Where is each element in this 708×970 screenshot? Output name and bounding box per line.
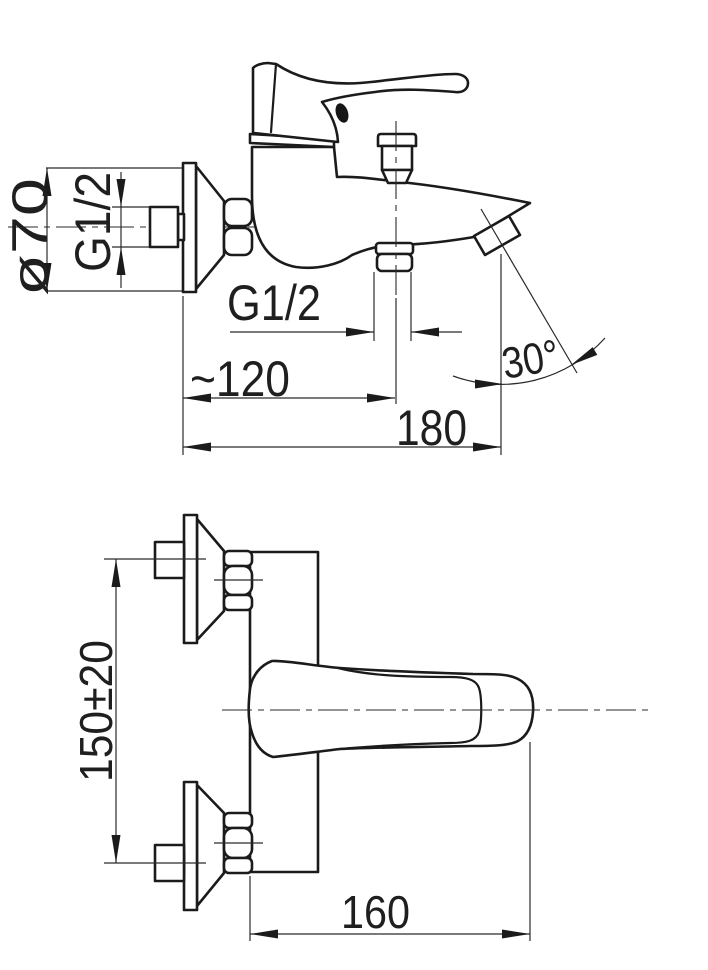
lever-handle (251, 61, 470, 144)
arrowhead (183, 442, 211, 452)
arrowhead (111, 559, 121, 587)
arrowhead (42, 263, 52, 291)
dim-mounting-distance: 150±20 (70, 640, 122, 782)
body-and-handle-plan (247, 659, 535, 759)
dim-overall-length: 160 (341, 886, 410, 938)
top-ring-small-upper (222, 549, 254, 568)
dim-spout-angle: 30° (498, 331, 563, 389)
arrowhead (250, 929, 278, 939)
arrowhead (111, 835, 121, 863)
plan-view: 150±20 160 (70, 513, 648, 941)
top-ring-small-lower (222, 593, 254, 612)
shower-outlet-cap (374, 241, 415, 256)
dim-outlet-thread: G1/2 (227, 275, 321, 331)
diverter-knob-taper (380, 168, 414, 185)
dim-wall-to-outlet: ~120 (190, 351, 290, 407)
arrowhead (473, 442, 501, 452)
arrowhead (42, 168, 52, 196)
connector-ring-upper (222, 197, 254, 228)
arrowhead (571, 347, 598, 365)
wall-flange-cone (194, 164, 226, 291)
inlet-hex-nut (148, 205, 180, 249)
bottom-flange-face (182, 780, 199, 912)
bottom-ring-small-upper (222, 811, 254, 830)
angle-ray-spout-axis (480, 208, 578, 374)
top-hex-nut (153, 540, 186, 580)
arrowhead (475, 379, 503, 389)
connector-ring-lower (222, 226, 254, 257)
side-view: ø70 G1/2 G1/2 ~120 180 30° (2, 61, 606, 456)
arrowhead (116, 247, 126, 275)
arrowhead (183, 393, 211, 403)
diverter-knob-body (380, 144, 414, 172)
arrowhead (116, 179, 126, 207)
bottom-flange-cone (195, 783, 226, 908)
arrowhead (411, 327, 439, 337)
shower-outlet-hex (375, 252, 414, 273)
arrowhead (367, 393, 395, 403)
top-flange-face (182, 513, 199, 645)
arrowhead (502, 929, 530, 939)
bottom-ring-small-lower (222, 856, 254, 875)
dim-flange-diameter: ø70 (2, 178, 58, 296)
handle-base-edge (269, 62, 278, 134)
arrowhead (346, 327, 374, 337)
handle-screw-hole (335, 103, 349, 123)
dim-wall-to-spout-tip: 180 (396, 400, 467, 456)
dim-inlet-thread: G1/2 (65, 172, 121, 272)
diverter-knob-cap (376, 132, 418, 148)
